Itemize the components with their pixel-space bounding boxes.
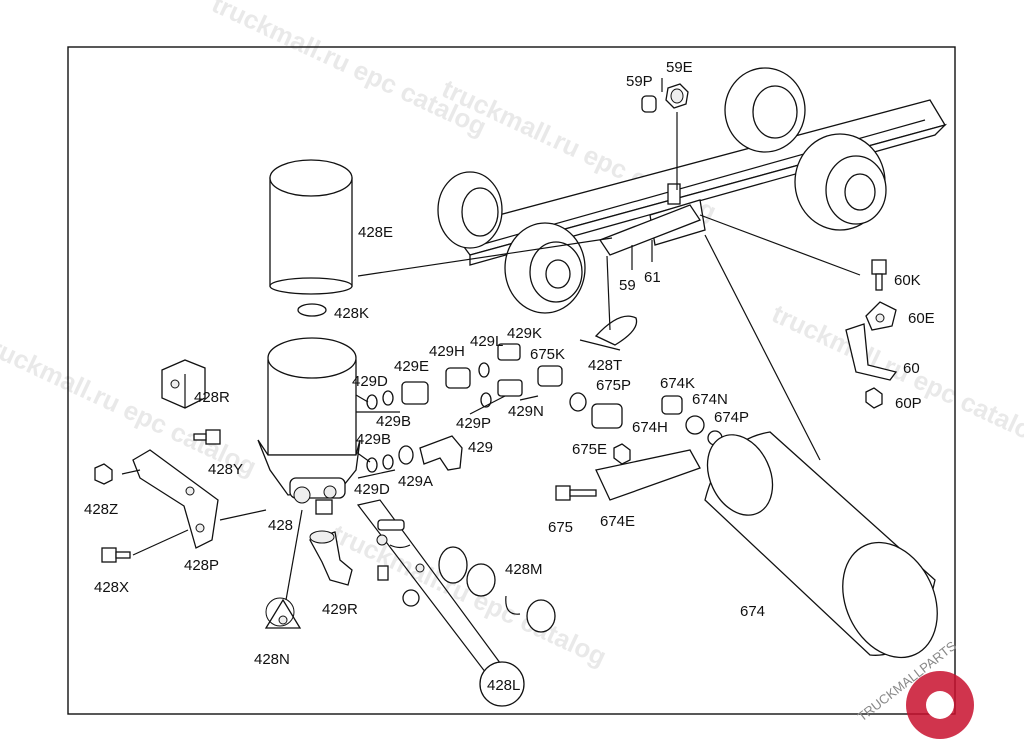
label-674N: 674N (692, 391, 728, 408)
leader-line (357, 237, 613, 277)
fitting-674H (591, 403, 623, 429)
label-429E: 429E (394, 358, 429, 375)
nut-60P (865, 387, 883, 409)
watermark-text: truckmall.ru epc catalog (767, 298, 1024, 452)
leader-lines (355, 240, 653, 479)
washer-675P (569, 392, 587, 412)
fitting-675K (537, 365, 563, 387)
label-674: 674 (740, 603, 765, 620)
label-428: 428 (268, 517, 293, 534)
label-429D-bottom: 429D (354, 481, 390, 498)
label-428L: 428L (487, 677, 520, 694)
label-60K: 60K (894, 272, 921, 289)
leader-line (699, 214, 861, 276)
label-675P: 675P (596, 377, 631, 394)
cap-59P (641, 95, 657, 113)
label-429L: 429L (470, 333, 503, 350)
label-674P: 674P (714, 409, 749, 426)
bolt-428Y (193, 429, 221, 445)
label-61: 61 (644, 269, 661, 286)
label-428Z: 428Z (84, 501, 118, 518)
label-674K: 674K (660, 375, 695, 392)
bolt-428X (101, 547, 131, 563)
label-60: 60 (903, 360, 920, 377)
label-428X: 428X (94, 579, 129, 596)
fitting-674K (661, 395, 683, 415)
label-428M: 428M (505, 561, 543, 578)
label-428N: 428N (254, 651, 290, 668)
leader-line (121, 469, 141, 475)
label-428T: 428T (588, 357, 622, 374)
nut-59E (665, 83, 689, 109)
label-675: 675 (548, 519, 573, 536)
air-dryer-428 (257, 337, 361, 515)
label-428E: 428E (358, 224, 393, 241)
label-429P: 429P (456, 415, 491, 432)
label-675E: 675E (572, 441, 607, 458)
label-60P: 60P (895, 395, 922, 412)
diagram-frame (67, 46, 956, 715)
label-59: 59 (619, 277, 636, 294)
leader-line (285, 509, 303, 601)
bolt-675 (555, 485, 597, 501)
elbow-429R (309, 530, 353, 586)
plate-428N (264, 597, 302, 629)
label-429B-top: 429B (376, 413, 411, 430)
label-675K: 675K (530, 346, 565, 363)
bolt-60K (871, 259, 887, 291)
label-59P: 59P (626, 73, 653, 90)
leader-line (132, 529, 189, 556)
label-429R: 429R (322, 601, 358, 618)
nut-428Z (94, 463, 113, 485)
label-59E: 59E (666, 59, 693, 76)
label-429H: 429H (429, 343, 465, 360)
label-429K: 429K (507, 325, 542, 342)
label-429A: 429A (398, 473, 433, 490)
label-429: 429 (468, 439, 493, 456)
leader-line (219, 509, 267, 521)
gear-hole (926, 691, 954, 719)
block-428R (161, 359, 206, 409)
label-428Y: 428Y (208, 461, 243, 478)
air-tank-674 (704, 431, 938, 659)
tie-strap-428T (594, 255, 638, 346)
label-674H: 674H (632, 419, 668, 436)
bracket-428P (132, 449, 219, 549)
bracket-60 (845, 323, 898, 381)
washer-674N (685, 415, 705, 435)
bracket-674E (595, 449, 701, 501)
label-674E: 674E (600, 513, 635, 530)
label-428K: 428K (334, 305, 369, 322)
part-labels: 59P 59E 59 61 60K 60E 60 60P 428E 428K 4… (84, 59, 935, 694)
label-429N: 429N (508, 403, 544, 420)
leader-line (704, 234, 821, 461)
repair-kit-428L (356, 499, 556, 707)
fitting-row-429 (366, 343, 523, 473)
label-60E: 60E (908, 310, 935, 327)
watermark-text: truckmall.ru epc catalog (207, 0, 491, 142)
cartridge-428E (269, 159, 353, 295)
label-428R: 428R (194, 389, 230, 406)
nut-675E (613, 443, 631, 465)
watermark-text: truckmall.ru epc catalog (327, 518, 611, 672)
oring-428K (297, 303, 327, 317)
clamp-60E (865, 301, 897, 331)
label-428P: 428P (184, 557, 219, 574)
label-429B-bottom: 429B (356, 431, 391, 448)
label-429D-top: 429D (352, 373, 388, 390)
